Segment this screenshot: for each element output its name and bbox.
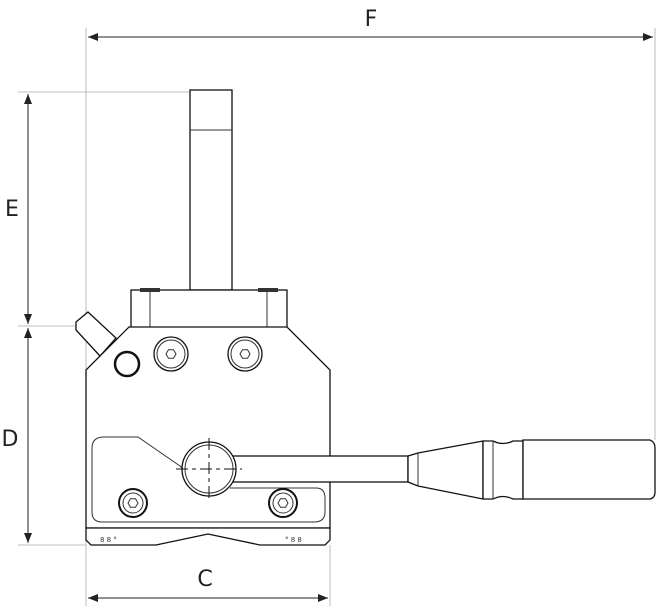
socket-screw-bottom-left xyxy=(118,488,148,518)
release-pin xyxy=(75,311,117,357)
dimension-label-E: E xyxy=(5,197,19,222)
dimension-F: F xyxy=(88,7,653,41)
socket-screw-top-left xyxy=(153,336,189,372)
dimension-E: E xyxy=(5,94,32,324)
lifting-rod xyxy=(189,89,233,291)
dimension-label-C: C xyxy=(197,567,212,592)
dimension-label-F: F xyxy=(365,7,378,32)
lever-handle[interactable] xyxy=(229,439,656,500)
dimension-D: D xyxy=(2,328,32,543)
svg-text:° 8 8: ° 8 8 xyxy=(285,536,302,544)
top-block xyxy=(130,288,288,329)
socket-screw-top-right xyxy=(227,336,263,372)
svg-text:8 8 °: 8 8 ° xyxy=(100,536,117,544)
dimension-C: C xyxy=(88,567,328,602)
socket-screw-bottom-right xyxy=(268,488,298,518)
plug-icon xyxy=(113,350,141,378)
cam-shaft xyxy=(176,438,242,500)
bottom-markings: 8 8 ° ° 8 8 xyxy=(100,536,302,544)
dimension-label-D: D xyxy=(2,427,19,452)
